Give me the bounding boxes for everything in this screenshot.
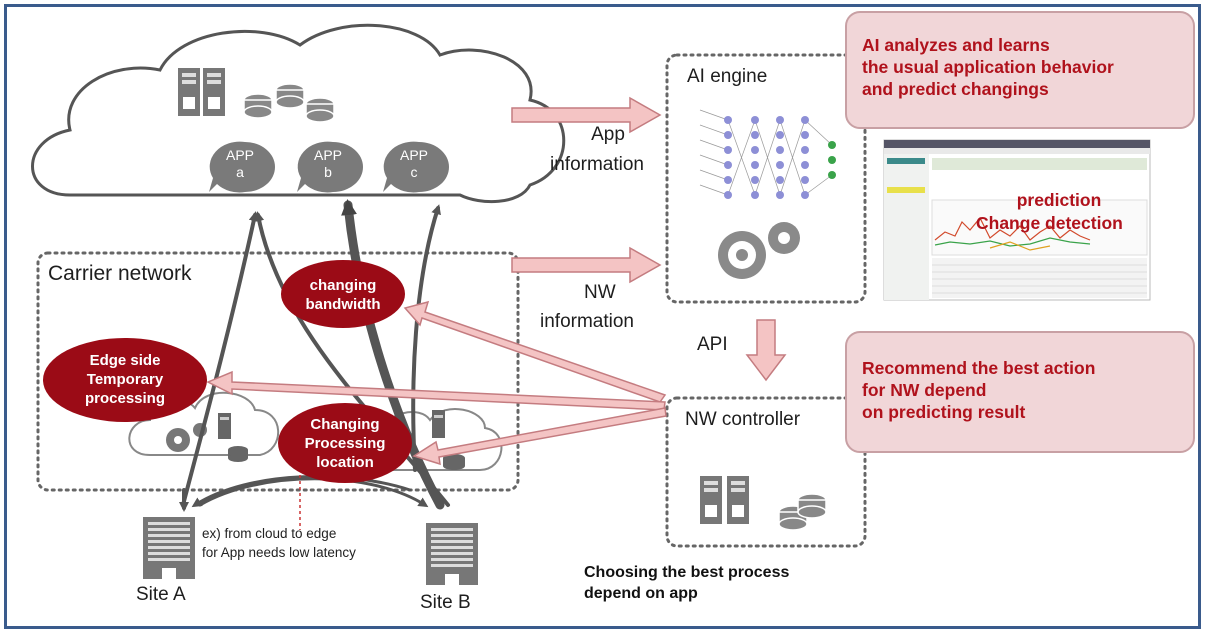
neural-nodes bbox=[724, 116, 809, 199]
carrier-network-box bbox=[36, 251, 520, 492]
changing-bandwidth-ellipse bbox=[281, 260, 405, 328]
gear-icon bbox=[718, 222, 800, 279]
ai-engine-box bbox=[665, 53, 867, 304]
ai-engine-label: AI engine bbox=[687, 66, 768, 87]
nw-controller-label: NW controller bbox=[685, 409, 801, 430]
changing-processing-ellipse bbox=[278, 403, 412, 483]
prediction-label: prediction bbox=[1016, 190, 1102, 210]
edge-server-icon-right bbox=[432, 410, 465, 470]
app-label-line1: App bbox=[591, 124, 625, 145]
cloud-server-icon bbox=[178, 68, 225, 116]
neural-output-nodes bbox=[828, 141, 836, 179]
app-bubble-shapes bbox=[209, 141, 449, 193]
nw-label-line2: information bbox=[540, 311, 634, 332]
change-detection-label: Change detection bbox=[976, 213, 1123, 233]
edge-server-icon-left bbox=[218, 413, 248, 462]
app-label-line2: information bbox=[550, 154, 644, 175]
nw-controller-storage-icon bbox=[778, 493, 827, 531]
site-b-building-icon bbox=[426, 523, 478, 585]
site-a-building-icon bbox=[143, 517, 195, 579]
site-a-label: Site A bbox=[136, 584, 186, 605]
prediction-screenshot bbox=[883, 139, 1151, 301]
cloud-storage-icon bbox=[243, 83, 335, 123]
edge-side-ellipse bbox=[43, 338, 207, 422]
pink-arrows bbox=[511, 96, 787, 382]
nw-controller-box bbox=[665, 396, 867, 548]
carrier-network-label: Carrier network bbox=[48, 262, 192, 285]
nw-controller-server-icon bbox=[700, 476, 749, 524]
api-label: API bbox=[697, 334, 728, 355]
neural-network-icon bbox=[699, 109, 833, 196]
recommend-callout-box bbox=[845, 331, 1195, 453]
cloud-shape bbox=[31, 23, 566, 204]
site-b-label: Site B bbox=[420, 592, 471, 613]
recommend-arrows bbox=[206, 300, 667, 466]
nw-label-line1: NW bbox=[584, 282, 616, 303]
ai-callout-box bbox=[845, 11, 1195, 129]
